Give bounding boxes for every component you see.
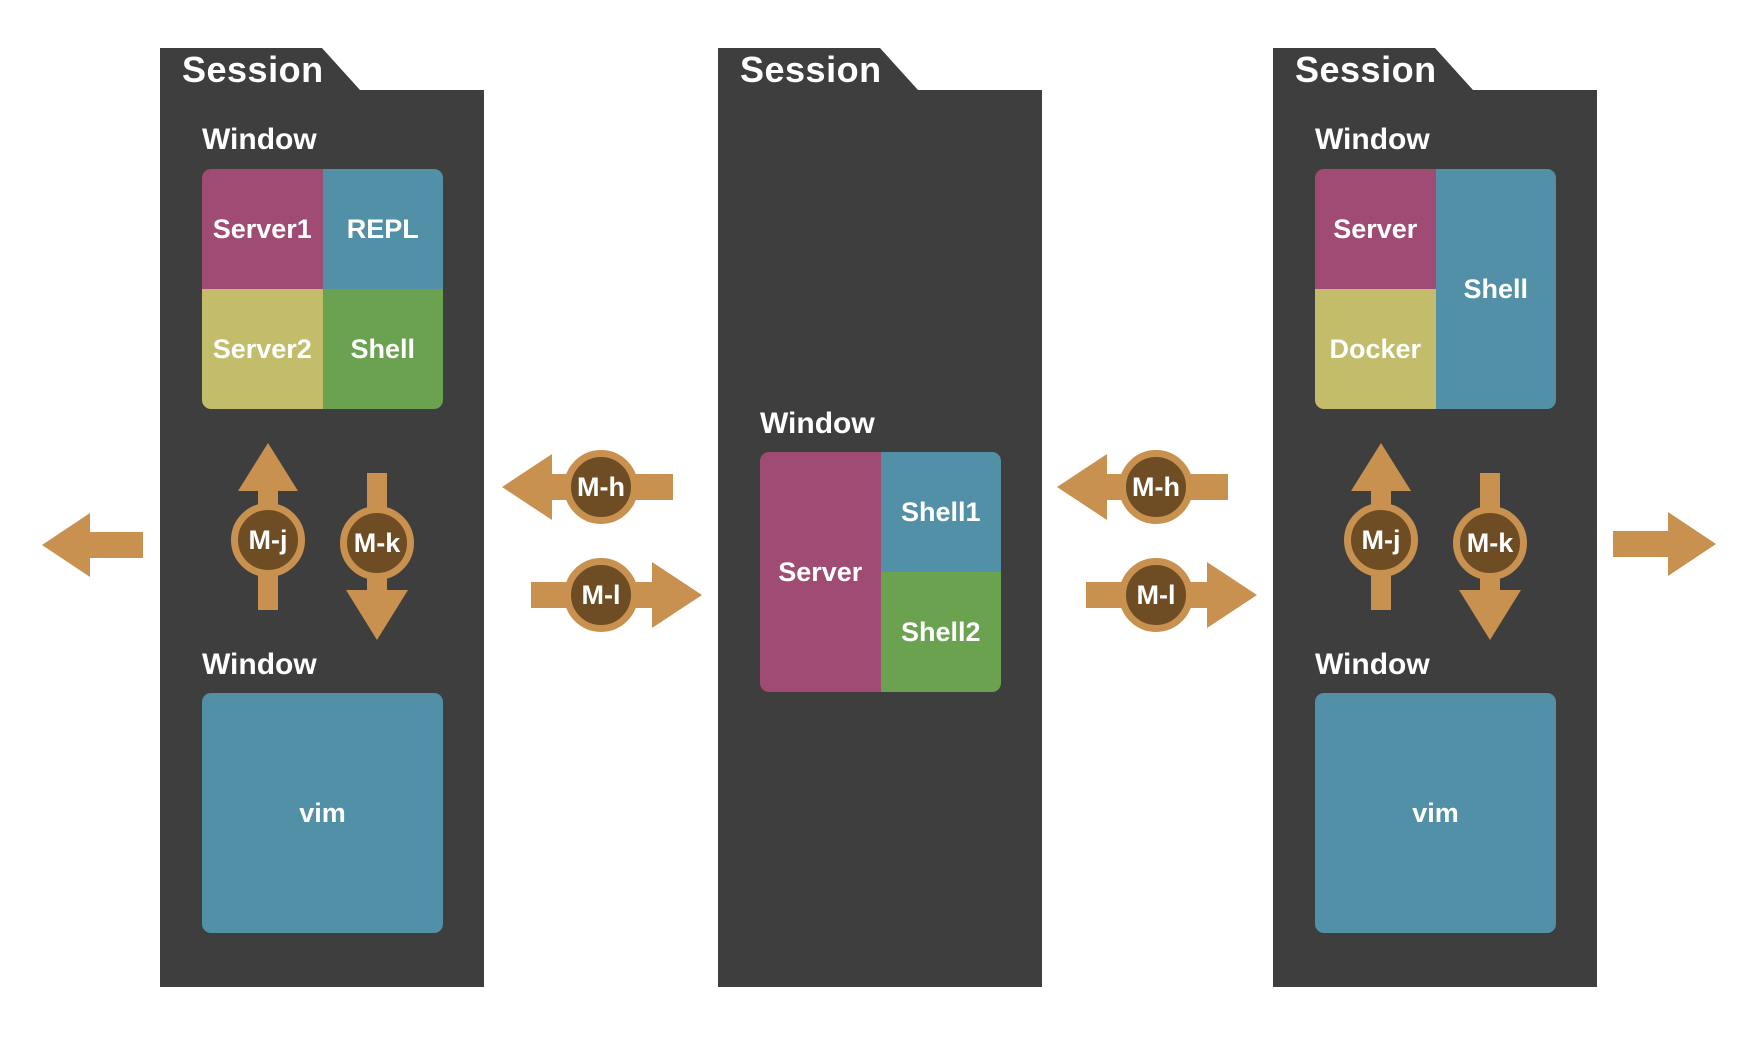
- shortcut-badge-ml: M-l: [564, 558, 638, 632]
- pane-shell2: Shell2: [880, 572, 1001, 692]
- shortcut-key: M-l: [1136, 579, 1176, 610]
- pane-label: Server: [1333, 213, 1418, 244]
- shortcut-badge-mh: M-h: [1119, 450, 1193, 524]
- shortcut-key: M-h: [1132, 471, 1180, 502]
- pane-label: Shell2: [900, 616, 981, 647]
- window-label: Window: [1315, 648, 1430, 681]
- shortcut-badge-mk: M-k: [340, 506, 414, 580]
- arrow-right-icon: [1207, 562, 1257, 628]
- arrow-up-icon: [1351, 443, 1411, 491]
- session-title: Session: [182, 49, 324, 90]
- pane-docker: Docker: [1315, 289, 1436, 409]
- pane-repl: REPL: [322, 169, 443, 289]
- pane-label: REPL: [346, 213, 419, 244]
- session-panel-2: Session Window Server Shell1 Shell2: [718, 48, 1042, 987]
- window-pane-grid: Server Docker Shell: [1315, 169, 1556, 409]
- edge-arrow-left-icon: [42, 513, 90, 577]
- shortcut-badge-ml: M-l: [1119, 558, 1193, 632]
- pane-server2: Server2: [202, 289, 323, 409]
- pane-label: Server1: [212, 213, 312, 244]
- pane-server1: Server1: [202, 169, 323, 289]
- session-title: Session: [1295, 49, 1437, 90]
- window-label: Window: [202, 123, 317, 156]
- window-label: Window: [760, 407, 875, 440]
- edge-arrow-left-shaft: [88, 532, 143, 558]
- shortcut-key: M-l: [581, 579, 621, 610]
- window-label: Window: [202, 648, 317, 681]
- window-pane-grid: Server Shell1 Shell2: [760, 452, 1001, 692]
- window-pane-grid: Server1 REPL Server2 Shell: [202, 169, 443, 409]
- pane-label: Server: [778, 556, 863, 587]
- pane-label: vim: [299, 797, 346, 828]
- arrow-right-icon: [652, 562, 702, 628]
- pane-label: Server2: [212, 333, 312, 364]
- shortcut-key: M-k: [1466, 527, 1514, 558]
- window-label: Window: [1315, 123, 1430, 156]
- arrow-left-icon: [1057, 454, 1107, 520]
- edge-arrow-right-shaft: [1613, 531, 1670, 557]
- pane-vim: vim: [202, 693, 443, 933]
- session-panel-3: Session Window Server Docker Shell M-j M…: [1273, 48, 1597, 987]
- pane-shell1: Shell1: [880, 452, 1001, 572]
- shortcut-key: M-h: [577, 471, 625, 502]
- arrow-up-icon: [238, 443, 298, 491]
- arrow-left-icon: [502, 454, 552, 520]
- shortcut-key: M-j: [248, 524, 288, 555]
- shortcut-key: M-k: [353, 527, 401, 558]
- pane-server: Server: [760, 452, 881, 692]
- pane-label: Shell: [350, 333, 416, 364]
- arrow-down-icon: [346, 590, 408, 640]
- shortcut-badge-mh: M-h: [564, 450, 638, 524]
- arrow-down-icon: [1459, 590, 1521, 640]
- pane-shell: Shell: [322, 289, 443, 409]
- edge-arrow-right-icon: [1668, 512, 1716, 576]
- shortcut-key: M-j: [1361, 524, 1401, 555]
- pane-vim: vim: [1315, 693, 1556, 933]
- pane-label: vim: [1412, 797, 1459, 828]
- session-panel-1: Session Window Server1 REPL Server2 Shel…: [160, 48, 484, 987]
- session-title: Session: [740, 49, 882, 90]
- pane-server: Server: [1315, 169, 1436, 289]
- shortcut-badge-mj: M-j: [1344, 503, 1418, 577]
- pane-label: Docker: [1329, 333, 1422, 364]
- pane-shell: Shell: [1435, 169, 1556, 409]
- pane-label: Shell1: [900, 496, 981, 527]
- shortcut-badge-mj: M-j: [231, 503, 305, 577]
- pane-label: Shell: [1463, 273, 1529, 304]
- shortcut-badge-mk: M-k: [1453, 506, 1527, 580]
